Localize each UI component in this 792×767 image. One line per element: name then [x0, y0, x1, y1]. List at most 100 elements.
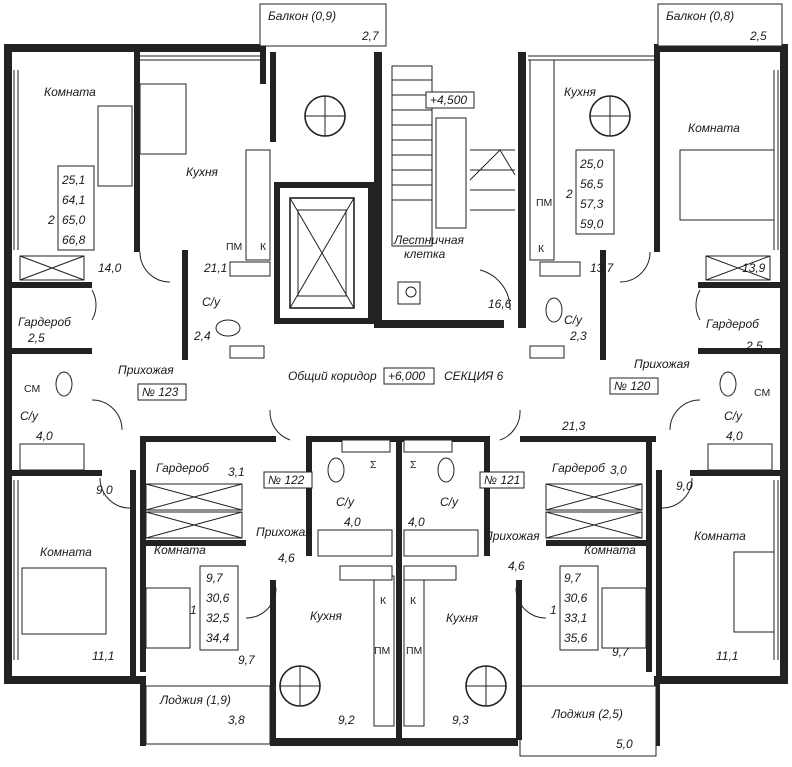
bathtubs [19, 443, 773, 557]
a123-bath-area: 2,4 [193, 329, 211, 343]
a122-area-3: 34,4 [206, 631, 230, 645]
sink-label-1: Σ [370, 459, 377, 471]
a122-areas-box [199, 565, 239, 651]
a120-room-label: Комната [688, 121, 740, 135]
a120-bath2-area: 4,0 [726, 429, 743, 443]
a121-wardrobe-label: Гардероб [552, 461, 606, 475]
doors [91, 251, 701, 619]
a120-kitchen-area: 13,7 [590, 261, 615, 275]
balcony-left-label: Балкон (0,9) [268, 9, 336, 23]
a121-right-room-label: Комната [694, 529, 746, 543]
a121-kitchen-area: 9,3 [452, 713, 469, 727]
stairs-level: +4,500 [430, 93, 467, 107]
a122-room-label: Комната [154, 543, 206, 557]
interior-walls [12, 52, 780, 740]
a122-kitchen-label: Кухня [310, 609, 343, 623]
a122-bath-label: С/у [336, 495, 355, 509]
a121-area-2: 33,1 [564, 611, 587, 625]
a120-wardrobe-area: 2,5 [745, 339, 763, 353]
a120-kitchen-label: Кухня [564, 85, 597, 99]
stove-label-1: К [260, 241, 267, 253]
fridge-label-4: ПМ [406, 645, 422, 657]
a120-number: № 120 [614, 379, 651, 393]
a120-bath2-label: С/у [724, 409, 743, 423]
bathroom-walls [229, 261, 581, 581]
a123-rooms: 2 [47, 213, 55, 227]
balcony-left-area: 2,7 [361, 29, 380, 43]
a122-rooms: 1 [190, 603, 197, 617]
wardrobes [19, 255, 771, 539]
a120-room-area: 13,9 [742, 261, 766, 275]
a122-area-0: 9,7 [206, 571, 224, 585]
stairs-area: 16,6 [488, 297, 512, 311]
a121-area-0: 9,7 [564, 571, 582, 585]
a123-hall-label: Прихожая [118, 363, 174, 377]
loggia-right-area: 5,0 [616, 737, 633, 751]
a121-area-1: 30,6 [564, 591, 588, 605]
balconies [145, 3, 783, 757]
a121-number-box [479, 471, 525, 489]
sink-label-2: Σ [410, 459, 417, 471]
a120-hall-label: Прихожая [634, 357, 690, 371]
corridor-level-box [383, 367, 435, 385]
a120-area-1: 56,5 [580, 177, 604, 191]
a122-room-area: 9,7 [238, 653, 256, 667]
a122-wardrobe-area: 3,1 [228, 465, 245, 479]
a121-bath-area: 4,0 [408, 515, 425, 529]
a122-left-room-area: 11,1 [92, 649, 114, 663]
windows [13, 55, 779, 660]
a121-wardrobe-area: 3,0 [610, 463, 627, 477]
fridge-label-1: ПМ [226, 241, 242, 253]
a121-right-room-area: 11,1 [716, 649, 738, 663]
loggia-right-label: Лоджия (2,5) [551, 707, 623, 721]
a122-wardrobe-label: Гардероб [156, 461, 210, 475]
stairs-label-2: клетка [404, 247, 446, 261]
a121-kitchen-label: Кухня [446, 611, 479, 625]
a122-number-box [263, 471, 313, 489]
loggia-left-label: Лоджия (1,9) [159, 693, 231, 707]
stairs-label-1: Лестничная [393, 233, 465, 247]
a121-area-3: 35,6 [564, 631, 588, 645]
a121-corr-area: 9,0 [676, 479, 693, 493]
loggia-left-area: 3,8 [228, 713, 245, 727]
stove-label-2: К [538, 243, 545, 255]
corridor-area: 21,3 [561, 419, 586, 433]
a122-area-1: 30,6 [206, 591, 230, 605]
a123-areas-box [57, 165, 95, 251]
a122-number: № 122 [268, 473, 305, 487]
stair-flights [391, 65, 516, 305]
stairs-level-box [425, 91, 475, 109]
a123-room-label: Комната [44, 85, 96, 99]
a120-number-box [609, 377, 659, 395]
outer-walls [4, 44, 788, 746]
washer-label-1: СМ [24, 383, 40, 395]
a121-hall-label: Прихожая [484, 529, 540, 543]
a123-number: № 123 [142, 385, 179, 399]
a122-kitchen-area: 9,2 [338, 713, 355, 727]
a123-room-area: 14,0 [98, 261, 122, 275]
a120-bath-area: 2,3 [569, 329, 587, 343]
washer-label-2: СМ [754, 387, 770, 399]
a123-wardrobe-area: 2,5 [27, 331, 45, 345]
a122-hall-label: Прихожая [256, 525, 312, 539]
corridor-label: Общий коридор [288, 369, 377, 383]
dining-tables [279, 95, 631, 707]
elevator-shaft [289, 197, 355, 309]
a120-area-0: 25,0 [579, 157, 604, 171]
fridge-label-2: ПМ [536, 197, 552, 209]
a123-area-3: 66,8 [62, 233, 86, 247]
balcony-right-area: 2,5 [749, 29, 767, 43]
a122-area-2: 32,5 [206, 611, 230, 625]
a120-rooms: 2 [565, 187, 573, 201]
fridge-label-3: ПМ [374, 645, 390, 657]
a120-area-2: 57,3 [580, 197, 604, 211]
a122-corr-area: 9,0 [96, 483, 113, 497]
a123-kitchen-label: Кухня [186, 165, 219, 179]
a120-bath-label: С/у [564, 313, 583, 327]
corridor-level: +6,000 [388, 369, 425, 383]
stove-label-4: К [410, 595, 417, 607]
a122-bath-area: 4,0 [344, 515, 361, 529]
a121-bath-label: С/у [440, 495, 459, 509]
a120-area-3: 59,0 [580, 217, 604, 231]
